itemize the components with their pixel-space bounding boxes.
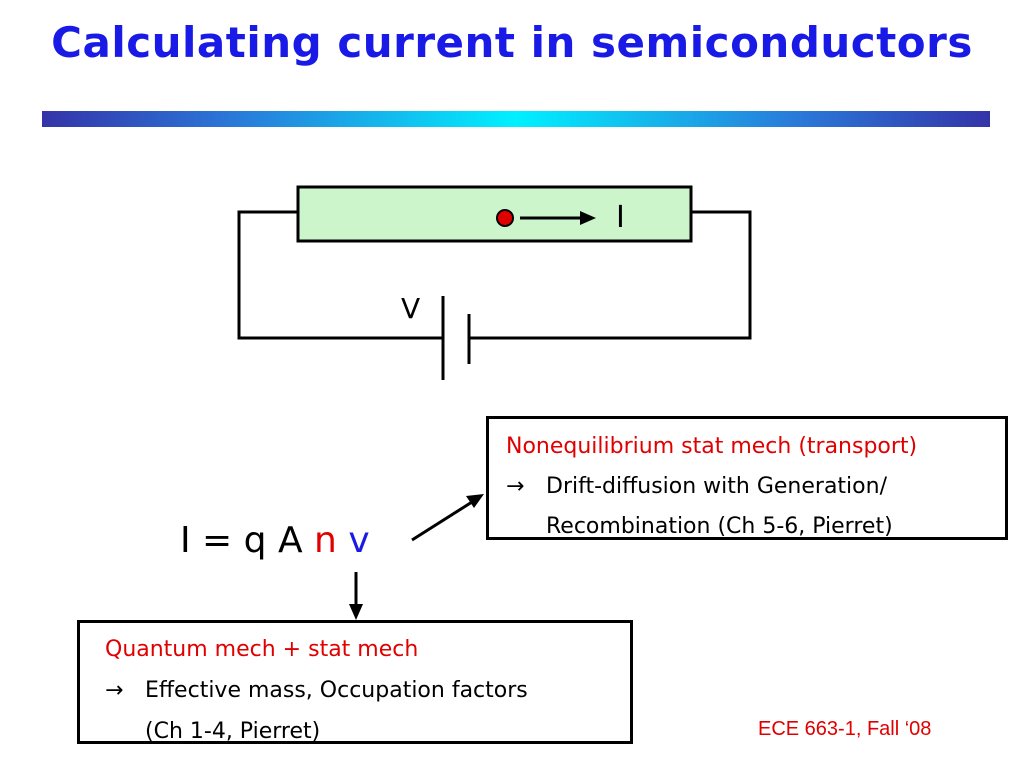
equation-v-term: v (348, 520, 370, 561)
arrow-to-quantum-head (349, 604, 363, 620)
charge-particle (496, 209, 514, 227)
quantum-heading: Quantum mech + stat mech (105, 637, 419, 662)
right-arrow-icon: → (506, 474, 525, 499)
arrow-to-transport-head (466, 494, 484, 508)
current-arrowhead (580, 211, 596, 225)
transport-line-1-text: Drift-diffusion with Generation/ (546, 474, 887, 499)
equation-n-term: n (314, 520, 337, 561)
transport-line-1: → Drift-diffusion with Generation/ (506, 467, 1005, 507)
course-footer: ECE 663-1, Fall ‘08 (758, 718, 932, 740)
right-arrow-icon: → (105, 678, 124, 703)
slide-title: Calculating current in semiconductors (51, 18, 973, 67)
right-wire (469, 210, 752, 340)
equation-prefix: I = q A (180, 520, 315, 561)
semiconductor-bar (296, 185, 693, 243)
quantum-line-2: (Ch 1-4, Pierret) (145, 719, 321, 744)
transport-heading: Nonequilibrium stat mech (transport) (506, 434, 918, 459)
title-divider-bar (42, 111, 990, 127)
transport-box: Nonequilibrium stat mech (transport) → Dr… (486, 416, 1008, 540)
quantum-box: Quantum mech + stat mech → Effective mass… (77, 620, 633, 744)
current-label: I (616, 200, 625, 235)
voltage-label: V (401, 292, 421, 325)
quantum-line-1-text: Effective mass, Occupation factors (145, 678, 528, 703)
arrow-to-transport (411, 500, 473, 542)
current-equation: I = q A n v (180, 520, 370, 561)
left-wire (237, 210, 443, 340)
quantum-line-1: → Effective mass, Occupation factors (105, 670, 630, 711)
transport-line-2: Recombination (Ch 5-6, Pierret) (546, 514, 893, 539)
equation-space (337, 520, 348, 561)
